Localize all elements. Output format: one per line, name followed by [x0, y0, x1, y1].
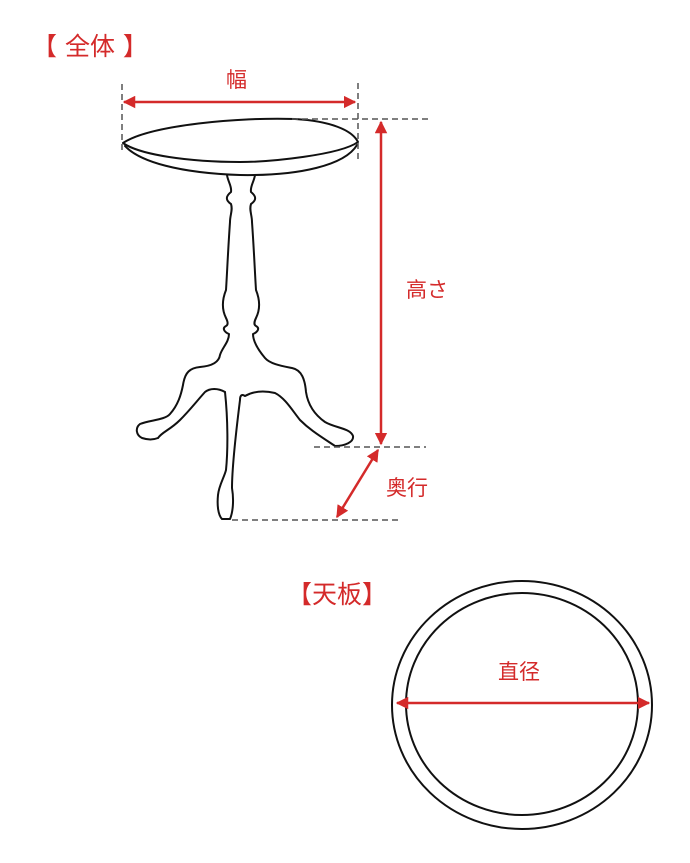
overall-section-title: 【 全体 】	[32, 32, 148, 61]
tabletop-outer-circle	[391, 580, 653, 830]
pedestal-right	[249, 174, 355, 447]
width-label: 幅	[226, 68, 247, 92]
leg-inner	[157, 388, 226, 439]
tabletop-section-title: 【天板】	[287, 580, 388, 609]
depth-label: 奥行	[386, 476, 428, 500]
height-label: 高さ	[406, 278, 448, 302]
tabletop-outline	[122, 117, 359, 163]
guide-lines	[121, 83, 430, 521]
dimension-arrows	[122, 95, 388, 519]
tabletop-top-view	[391, 580, 653, 830]
tabletop-edge	[124, 144, 358, 177]
diameter-label: 直径	[498, 660, 540, 684]
depth-arrow	[335, 448, 380, 519]
front-leg	[216, 390, 336, 520]
table-illustration	[122, 117, 359, 520]
pedestal-left	[135, 174, 233, 441]
